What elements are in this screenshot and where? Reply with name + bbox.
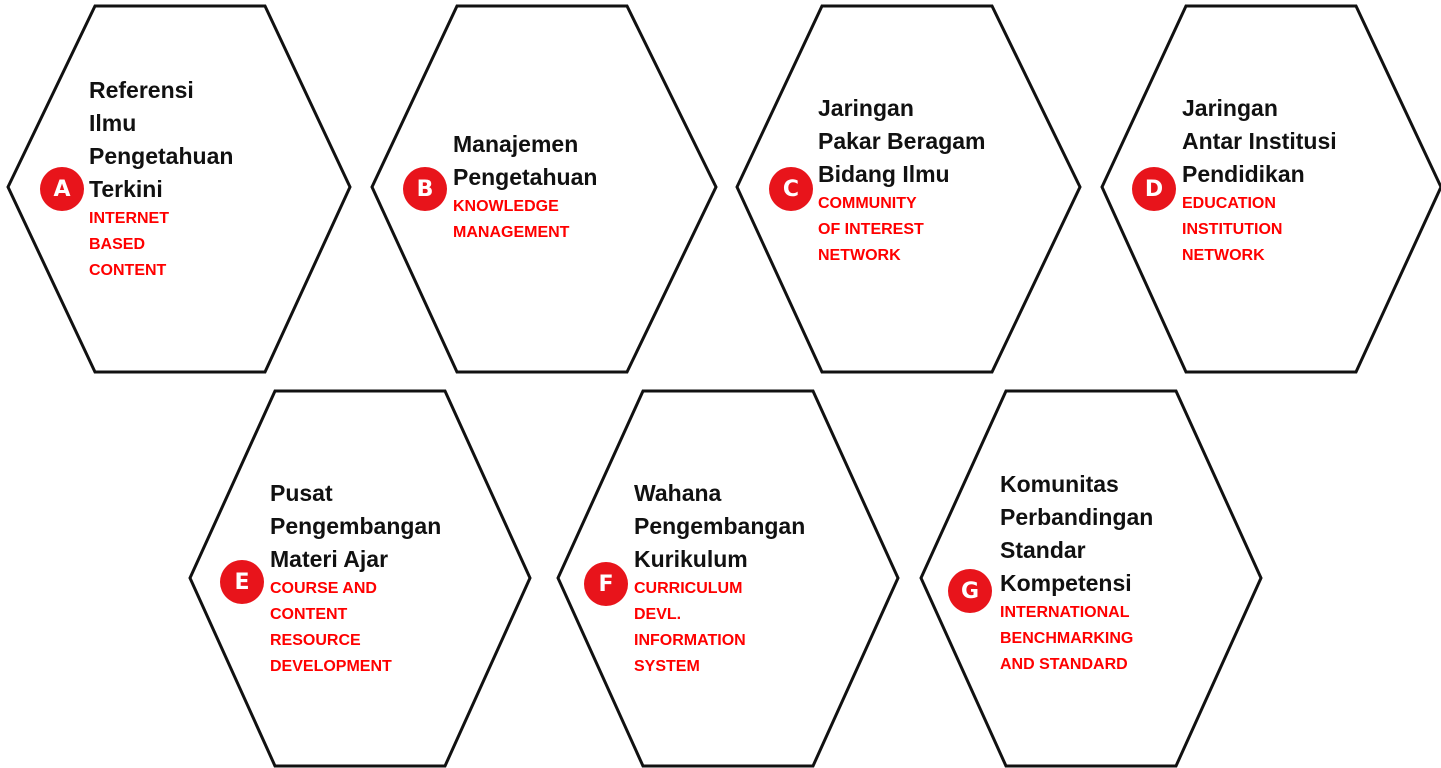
hexagon-d-subtitle-line: EDUCATION: [1182, 195, 1276, 212]
hexagon-a-title-line: Pengetahuan: [89, 143, 234, 169]
hexagon-a-subtitle-line: INTERNET: [89, 210, 169, 227]
hexagon-e-subtitle-line: DEVELOPMENT: [270, 658, 392, 675]
hexagon-f-subtitle-line: SYSTEM: [634, 658, 700, 675]
hexagon-d-title-line: Jaringan: [1182, 95, 1278, 121]
hexagon-f-title-line: Kurikulum: [634, 546, 748, 572]
badge-f: F: [584, 562, 628, 606]
hexagon-g-title-line: Komunitas: [1000, 471, 1119, 497]
hexagon-c-title-line: Pakar Beragam: [818, 128, 986, 154]
hexagon-g-title-line: Perbandingan: [1000, 504, 1154, 530]
hexagon-c: [735, 4, 1082, 374]
hexagon-b-title-line: Manajemen: [453, 131, 579, 157]
hexagon-d-subtitle-line: INSTITUTION: [1182, 221, 1283, 238]
badge-g: G: [948, 569, 992, 613]
badge-e: E: [220, 560, 264, 604]
hexagon-g-subtitle-line: BENCHMARKING: [1000, 630, 1134, 647]
hexagon-g: [919, 389, 1263, 768]
hexagon-c-subtitle-line: OF INTEREST: [818, 221, 924, 238]
hexagon-e-title-line: Pengembangan: [270, 513, 442, 539]
hexagon-g-title-line: Kompetensi: [1000, 570, 1132, 596]
hexagon-a-title-line: Ilmu: [89, 110, 137, 136]
hexagon-a-subtitle-line: BASED: [89, 236, 146, 253]
hexagon-d: [1100, 4, 1441, 374]
hexagon-g-subtitle-line: INTERNATIONAL: [1000, 604, 1130, 621]
hexagon-f-title-line: Wahana: [634, 480, 722, 506]
hexagon-e: [188, 389, 532, 768]
badge-c: C: [769, 167, 813, 211]
hexagon-a-subtitle-line: CONTENT: [89, 262, 167, 279]
hexagon-f-subtitle-line: DEVL.: [634, 606, 682, 623]
hexagon-a-title-line: Referensi: [89, 77, 194, 103]
hexagon-b-subtitle-line: MANAGEMENT: [453, 224, 570, 241]
hexagon-b-subtitle-line: KNOWLEDGE: [453, 198, 559, 215]
hexagon-f-subtitle-line: CURRICULUM: [634, 580, 743, 597]
hexagon-f: [556, 389, 900, 768]
hexagon-d-title-line: Antar Institusi: [1182, 128, 1337, 154]
hexagon-a-title-line: Terkini: [89, 176, 163, 202]
hexagon-c-subtitle-line: NETWORK: [818, 247, 901, 264]
hexagon-c-subtitle-line: COMMUNITY: [818, 195, 917, 212]
hexagon-c-title-line: Bidang Ilmu: [818, 161, 950, 187]
hexagon-f-title-line: Pengembangan: [634, 513, 806, 539]
hexagon-c-title-line: Jaringan: [818, 95, 914, 121]
hexagon-a: [6, 4, 352, 374]
hexagon-g-subtitle-line: AND STANDARD: [1000, 656, 1128, 673]
hexagon-b: [370, 4, 718, 374]
hexagon-f-subtitle-line: INFORMATION: [634, 632, 746, 649]
badge-d: D: [1132, 167, 1176, 211]
hexagon-g-title-line: Standar: [1000, 537, 1086, 563]
hexagon-d-title-line: Pendidikan: [1182, 161, 1305, 187]
hexagon-e-subtitle-line: RESOURCE: [270, 632, 361, 649]
badge-b: B: [403, 167, 447, 211]
hexagon-e-title-line: Pusat: [270, 480, 333, 506]
hexagon-e-subtitle-line: COURSE AND: [270, 580, 377, 597]
hexagon-d-subtitle-line: NETWORK: [1182, 247, 1265, 264]
hexagon-e-subtitle-line: CONTENT: [270, 606, 348, 623]
badge-a: A: [40, 167, 84, 211]
hexagon-e-title-line: Materi Ajar: [270, 546, 389, 572]
hexagon-b-title-line: Pengetahuan: [453, 164, 598, 190]
